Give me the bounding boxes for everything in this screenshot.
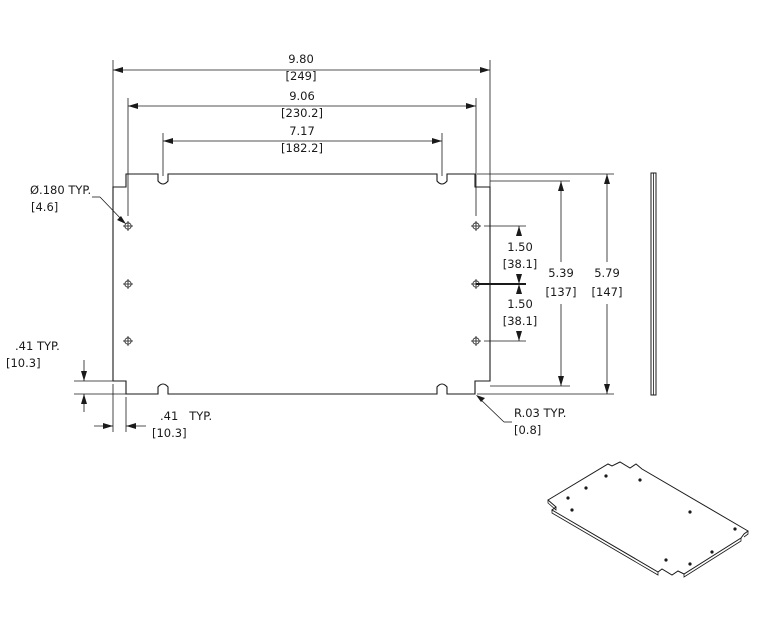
plate-outline xyxy=(112,173,491,395)
dim-hole-span: 9.06 [230.2] xyxy=(127,89,477,216)
dim-hole-spacing: 1.50 [38.1] 1.50 [38.1] xyxy=(476,225,538,342)
dim-hole-spacing-lower-inch: 1.50 xyxy=(507,297,533,311)
mounting-hole-right-top xyxy=(471,221,481,231)
dim-inner-height-mm: [137] xyxy=(546,285,577,299)
plate-side-view xyxy=(650,172,657,396)
dim-notch-span-mm: [182.2] xyxy=(281,141,323,155)
dim-corner-notch-vertical-inch: .41 TYP. xyxy=(15,339,60,353)
dim-corner-notch-vertical-mm: [10.3] xyxy=(6,356,41,370)
mounting-hole-left-mid xyxy=(123,279,133,289)
dim-inner-height-inch: 5.39 xyxy=(548,266,574,280)
dim-corner-notch-horizontal: .41 TYP. [10.3] xyxy=(94,384,212,440)
dim-hole-diameter-mm: [4.6] xyxy=(31,200,58,214)
dim-overall-height: 5.79 [147] xyxy=(477,173,623,395)
dim-overall-height-mm: [147] xyxy=(592,285,623,299)
dim-corner-radius-inch: R.03 TYP. xyxy=(514,406,566,420)
dim-overall-width: 9.80 [249] xyxy=(112,52,491,187)
dim-corner-notch-horizontal-mm: [10.3] xyxy=(152,426,187,440)
dim-corner-notch-vertical: .41 TYP. [10.3] xyxy=(6,339,126,412)
dim-hole-spacing-upper-inch: 1.50 xyxy=(507,240,533,254)
dim-notch-span-inch: 7.17 xyxy=(289,124,315,138)
dim-corner-radius-mm: [0.8] xyxy=(514,423,541,437)
dim-overall-width-inch: 9.80 xyxy=(288,52,314,66)
dim-hole-span-mm: [230.2] xyxy=(281,106,323,120)
mounting-hole-left-top xyxy=(123,221,133,231)
dim-hole-span-inch: 9.06 xyxy=(289,89,315,103)
dim-corner-radius: R.03 TYP. [0.8] xyxy=(476,395,566,437)
dim-inner-height: 5.39 [137] xyxy=(490,180,577,387)
dim-overall-width-mm: [249] xyxy=(286,69,317,83)
mounting-hole-left-bottom xyxy=(123,336,133,346)
plate-isometric-view xyxy=(547,461,749,578)
dim-corner-notch-horizontal-inch: .41 TYP. xyxy=(160,409,212,423)
dim-overall-height-inch: 5.79 xyxy=(594,266,620,280)
dim-hole-diameter: Ø.180 TYP. [4.6] xyxy=(30,183,126,224)
dim-notch-span: 7.17 [182.2] xyxy=(162,124,443,176)
mounting-hole-right-bottom xyxy=(471,336,481,346)
dim-hole-spacing-lower-mm: [38.1] xyxy=(503,314,538,328)
dim-hole-diameter-inch: Ø.180 TYP. xyxy=(30,183,91,197)
dim-hole-spacing-upper-mm: [38.1] xyxy=(503,257,538,271)
